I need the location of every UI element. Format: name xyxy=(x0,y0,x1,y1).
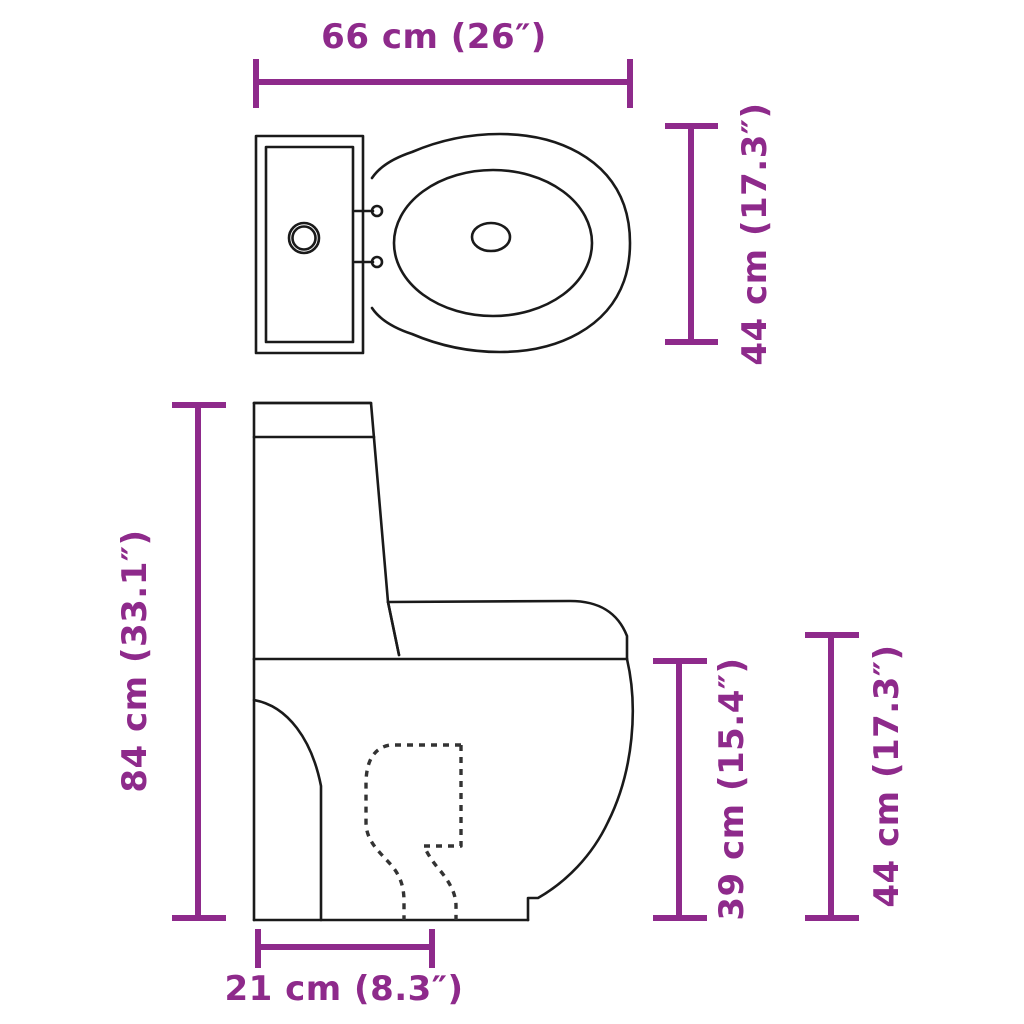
flush-button xyxy=(291,225,317,251)
tank-outline xyxy=(254,134,365,355)
tank-bolt-upper xyxy=(370,204,384,218)
dim-label-top-width: 66 cm (26″) xyxy=(321,17,547,57)
dim-label-bowl-height: 44 cm (17.3″) xyxy=(867,644,907,907)
dim-label-top-depth: 44 cm (17.3″) xyxy=(735,102,775,365)
bowl-top-profile xyxy=(386,599,629,661)
trapway-hidden-outline xyxy=(364,743,463,920)
dimension-labels: 66 cm (26″) 44 cm (17.3″) 84 cm (33.1″) … xyxy=(115,17,907,1009)
dim-label-base-depth: 21 cm (8.3″) xyxy=(224,969,463,1009)
bowl-rim xyxy=(370,132,632,354)
top-view-group xyxy=(254,132,632,355)
dim-label-side-height: 84 cm (33.1″) xyxy=(115,529,155,792)
flush-button-outer-ring xyxy=(287,221,321,255)
tank-bowl-transition xyxy=(386,600,401,657)
side-view-group xyxy=(252,401,635,922)
dimension-lines xyxy=(172,59,859,968)
tank-body xyxy=(252,401,401,657)
tank-lid-inset xyxy=(264,145,355,344)
dim-label-seat-height: 39 cm (15.4″) xyxy=(712,657,752,920)
tank-bolt-lower xyxy=(370,255,384,269)
bowl-drain xyxy=(470,221,512,253)
bowl-opening xyxy=(392,168,594,318)
pedestal-base xyxy=(252,698,323,922)
bowl-body xyxy=(526,657,635,922)
